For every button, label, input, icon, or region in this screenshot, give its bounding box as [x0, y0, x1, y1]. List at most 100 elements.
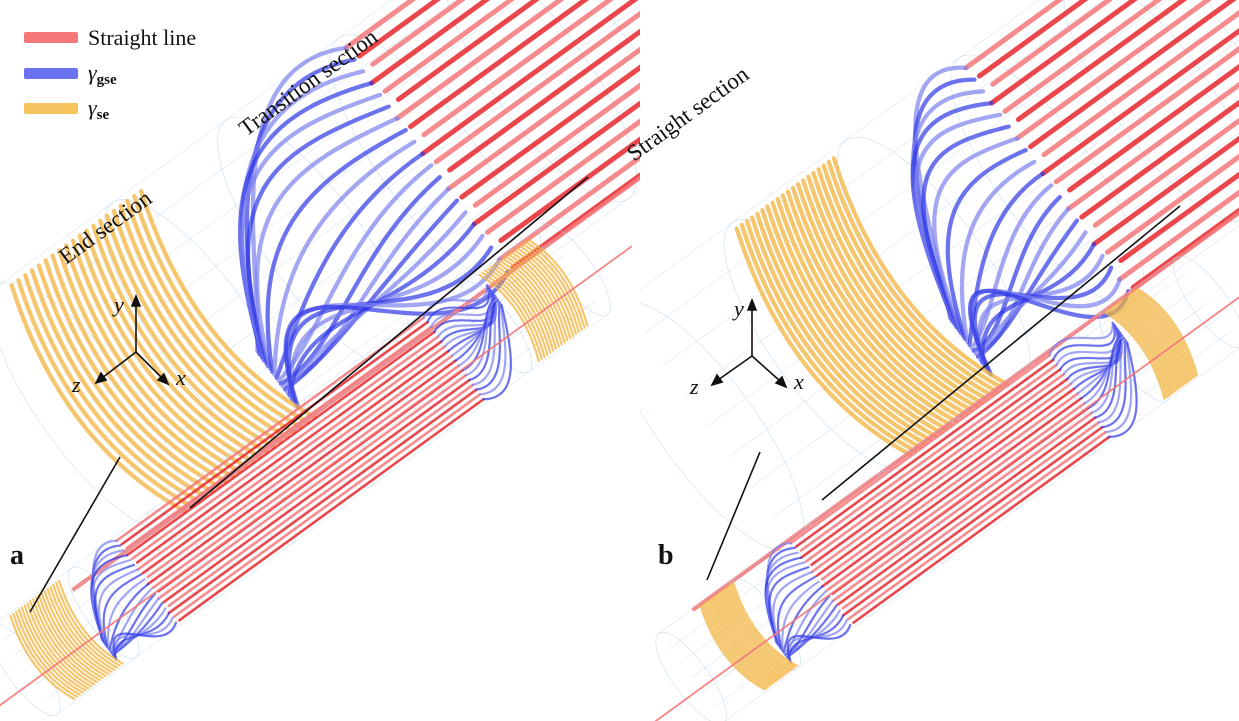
strand-transition — [776, 575, 817, 652]
overview-conductor-b — [654, 255, 1239, 721]
strand-transition — [102, 573, 143, 649]
strand-end — [23, 604, 90, 690]
strand-end — [15, 610, 81, 696]
strand-transition — [765, 561, 806, 648]
strand-end — [43, 589, 110, 675]
strand-transition — [1090, 335, 1125, 414]
strand-straight — [421, 0, 614, 138]
strand-transition — [782, 585, 824, 654]
strand-end — [29, 268, 208, 499]
strand-transition — [921, 124, 1011, 336]
strand-straight — [1014, 0, 1212, 141]
strand-end — [775, 196, 954, 428]
connector-b-top — [821, 205, 1181, 501]
strand-straight — [395, 0, 540, 103]
strand-straight — [130, 335, 440, 561]
strand-end — [57, 248, 236, 479]
strand-straight — [146, 359, 457, 586]
strand-transition — [106, 578, 146, 651]
panel-label-b: b — [658, 540, 674, 571]
strand-end — [806, 174, 985, 406]
strand-end — [730, 583, 797, 669]
strand-straight — [1104, 153, 1239, 255]
strand-transition — [978, 230, 1088, 362]
axis-label-x-b: x — [793, 369, 804, 394]
strand-transition — [97, 568, 139, 648]
strand-end — [726, 585, 793, 672]
strand-end — [724, 587, 791, 673]
strand-end — [43, 258, 222, 489]
strand-straight — [820, 392, 1079, 581]
strand-end — [785, 189, 964, 420]
strand-straight — [141, 349, 450, 575]
strand-straight — [1092, 117, 1239, 228]
strand-end — [744, 219, 923, 450]
strand-transition — [971, 194, 1063, 353]
strand-straight — [459, 64, 640, 200]
strand-transition — [113, 616, 174, 660]
legend-label-gamma-se: γse — [88, 95, 110, 123]
strand-end — [138, 189, 317, 420]
strand-straight — [963, 0, 1064, 71]
strand-transition — [94, 563, 136, 647]
strand-straight — [484, 118, 640, 235]
strand-transition — [278, 174, 443, 386]
strand-end — [84, 228, 263, 460]
strand-end — [36, 263, 215, 494]
strand-straight — [789, 353, 1052, 545]
strand-end — [125, 198, 304, 430]
strand-end — [487, 267, 549, 356]
strand-end — [91, 223, 270, 455]
strand-end — [489, 265, 552, 354]
strand-transition — [475, 301, 501, 391]
strand-end — [713, 595, 779, 681]
strand-end — [132, 193, 310, 425]
strand-straight — [989, 0, 1138, 106]
strand-straight — [805, 372, 1065, 563]
strand-straight — [125, 330, 436, 557]
strand-straight — [842, 425, 1104, 617]
strand-straight — [1091, 135, 1239, 247]
strand-transition — [772, 570, 813, 650]
strand-end — [1130, 292, 1193, 381]
strand-transition — [959, 159, 1037, 345]
strand-straight — [810, 377, 1069, 567]
strand-end — [478, 273, 540, 363]
strand-end — [1108, 308, 1170, 398]
strand-end — [1125, 296, 1187, 385]
strand-transition — [786, 623, 852, 664]
reference-straight-line — [691, 210, 1239, 612]
strand-straight — [1002, 0, 1163, 114]
axis-label-z-b: z — [689, 374, 699, 399]
strand-end — [732, 581, 798, 667]
strand-end — [111, 208, 290, 440]
strand-end — [1134, 289, 1197, 378]
strand-straight — [177, 397, 485, 622]
strand-straight — [990, 0, 1113, 87]
strand-straight — [794, 358, 1055, 549]
legend-label-straight-line: Straight line — [88, 25, 196, 50]
strand-end — [495, 261, 558, 350]
strand-transition — [464, 298, 499, 377]
strand-end — [790, 185, 969, 417]
strand-transition — [1108, 341, 1138, 438]
strand-transition — [108, 582, 150, 652]
strand-transition — [112, 621, 178, 661]
strand-end — [728, 584, 795, 670]
strand-end — [821, 163, 1000, 394]
strand-end — [1123, 297, 1185, 386]
strand-straight — [1028, 0, 1237, 150]
strand-end — [50, 253, 229, 484]
axis-label-x-a: x — [175, 365, 186, 390]
strand-straight — [976, 0, 1089, 79]
strand-end — [524, 240, 586, 329]
strand-end — [760, 208, 939, 439]
strand-straight — [157, 373, 468, 600]
strand-straight — [1067, 63, 1239, 193]
strand-end — [703, 602, 770, 688]
strand-end — [1127, 294, 1189, 384]
legend-swatch-gamma-se — [24, 103, 78, 114]
strand-end — [104, 213, 283, 445]
strand-transition — [468, 299, 500, 382]
strand-end — [718, 591, 785, 677]
